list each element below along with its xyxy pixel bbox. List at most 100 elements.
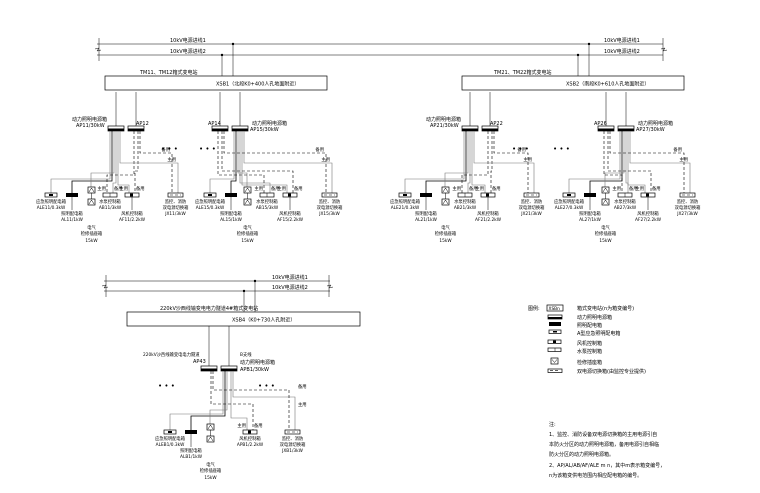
wire-emergency: [169, 371, 224, 430]
main-panel-fill: [462, 128, 478, 131]
spare-panel-fill: [128, 128, 144, 131]
emergency-panel-fill: [208, 194, 212, 196]
wire-lighting: [589, 131, 623, 193]
transfer-switch-name-1: 监控、消防: [282, 435, 304, 442]
feeder-label-1-left: 10kV电源进线1: [170, 37, 206, 44]
lighting-panel-symbol: [420, 193, 432, 197]
socket-name-2: 检修插座箱: [200, 467, 222, 474]
wire-label-backup: 备用: [114, 185, 123, 192]
fan-control-fill: [486, 193, 489, 197]
legend-item: 风机控制箱: [577, 340, 602, 347]
wire-label-backup: 备用: [298, 383, 307, 390]
legend-symbol-station: [546, 304, 564, 312]
wire-pump-backup: [217, 131, 265, 193]
legend-symbol-socket-box: [550, 357, 559, 365]
note-line: 2、AP/AL/AB/AF/ALE m n，其中m表示箱变编号，: [549, 462, 665, 469]
emergency-panel-code: ALE21/0.3kW: [391, 205, 420, 211]
socket-code: 15kW: [241, 238, 254, 244]
transfer-switch-name-1: 监控、消防: [165, 198, 187, 205]
wire-fan-main: [471, 131, 486, 193]
spare-panel-code: AP22: [490, 121, 503, 127]
wire-fan-backup: [607, 131, 652, 193]
socket-box-symbol: [243, 198, 252, 206]
socket-symbol-mark: [207, 436, 214, 442]
wire-socket: [237, 131, 248, 187]
socket-box-symbol: [601, 198, 610, 206]
socket-code: 15kW: [204, 475, 217, 481]
lighting-panel-code: ALB1/1kW: [180, 454, 203, 460]
lighting-panel-name: 照明配电箱: [415, 210, 437, 217]
main-panel-code: AP27/30kW: [636, 127, 665, 133]
legend: 图例: XSBn 箱式变电站(n为箱变编号) 动力照明电源箱 照明配电箱 A型应…: [528, 304, 646, 375]
station-title: TM21、TM22箱式变电站: [493, 69, 551, 76]
top-feeder-lines: 10kV电源进线1 10kV电源进线2 10kV电源进线1 10kV电源进线2: [94, 37, 668, 76]
wire-socket: [444, 131, 469, 187]
wire-label-main: 主用: [612, 185, 621, 192]
socket-name-1: 电气: [441, 224, 450, 231]
transfer-switch-name-2: 双电源切换箱: [675, 204, 701, 211]
feeder-label-2-left: 10kV电源进线2: [170, 48, 206, 55]
wire-label-main: 主用: [254, 185, 263, 192]
socket-name-1: 电气: [243, 224, 252, 231]
socket-name-2: 检修插座箱: [81, 230, 103, 237]
main-panel-fill: [232, 128, 248, 131]
wire-switch-backup: [223, 131, 327, 193]
socket-name-2: 检修插座箱: [237, 230, 259, 237]
junction-dot: [253, 279, 257, 283]
legend-item: 箱式变电站(n为箱变编号): [577, 305, 634, 312]
wire-lighting: [190, 371, 226, 430]
feeder-label-1-right: 10kV电源进线1: [604, 37, 640, 44]
lighting-panel-name: 照明配电箱: [220, 210, 242, 217]
wire-socket: [604, 131, 625, 187]
legend-title: 图例:: [528, 305, 540, 312]
transfer-switch-code: JXB1/3kW: [281, 448, 304, 454]
legend-item: 双电源切换箱(由监控专业提供): [577, 368, 646, 375]
wire-switch-backup: [139, 131, 173, 193]
socket-symbol-mark: [88, 199, 95, 205]
legend-item: 水泵控制箱: [577, 348, 602, 355]
fan-control-code: AF11/2.2kW: [119, 217, 146, 223]
station-xsb4: 220kV沙西线输变电电力隧道4#箱式变电站 XSB4（K0+730人孔附近）: [126, 305, 361, 327]
socket-code: 15kW: [85, 238, 98, 244]
break-symbol-right: [660, 47, 668, 52]
socket-symbol-mark: [602, 199, 609, 205]
station-box: [126, 311, 361, 327]
wire-label-backup: 备用: [469, 185, 478, 192]
fan-control-code: AF27/2.2kW: [635, 217, 662, 223]
transfer-switch-name-1: 监控、消防: [677, 198, 699, 205]
station-xsb1: TM11、TM12箱式变电站 XSB1（北段K0+400人孔地面附近）: [104, 69, 328, 91]
wire-switch-main: [473, 131, 535, 193]
pump-control-name: 水泵控制箱: [256, 198, 278, 205]
emergency-panel-code: ALE15/0.3kW: [196, 205, 225, 211]
wire-label-backup: 备用: [294, 185, 303, 192]
transfer-switch-code: JX15/3kW: [318, 211, 340, 217]
main-panel-code: AP11/30kW: [76, 123, 105, 129]
spare-panel-fill: [482, 128, 498, 131]
fan-control-name: 风机控制箱: [239, 435, 261, 442]
legend-symbol-fill: [553, 331, 557, 333]
transfer-switch-name-2: 双电源切换箱: [280, 441, 306, 448]
wire-label-backup: 备用: [136, 185, 145, 192]
lighting-panel-symbol: [185, 430, 197, 434]
legend-symbol-fill: [548, 317, 562, 319]
note-line: 1、监控、消防设备双电源切换箱的主用电源引自: [549, 431, 657, 438]
legend-box-code: XSBn: [549, 306, 561, 312]
lighting-panel-code: AL11/1kW: [61, 217, 83, 223]
socket-symbol-mark: [442, 199, 449, 205]
wire-fan-backup: [221, 131, 294, 193]
spare-panel-name: 220kV沙西线输变电电力隧道: [143, 351, 200, 358]
wire-label-backup: 备用: [652, 185, 661, 192]
wire-lighting: [230, 131, 237, 193]
fan-control-code: AF15/2.2kW: [277, 217, 304, 223]
fan-control-name: 风机控制箱: [121, 210, 143, 217]
wire-fan-backup: [134, 131, 139, 193]
spare-panel-fill: [201, 368, 217, 371]
socket-symbol-mark: [442, 187, 449, 193]
notes-title: 注:: [549, 421, 556, 428]
wire-label-main: 主用: [635, 185, 644, 192]
spare-panel-fill: [598, 128, 614, 131]
pump-control-code: AB15/3kW: [256, 205, 279, 211]
wire-socket: [209, 371, 228, 424]
fan-control-name: 风机控制箱: [477, 210, 499, 217]
